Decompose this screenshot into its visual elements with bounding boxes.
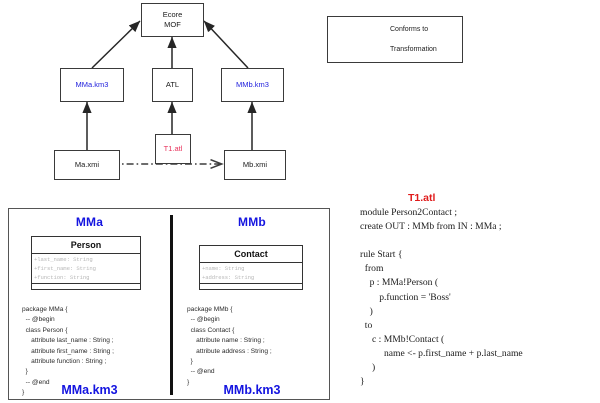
metamodel-footer-mma: MMa.km3 [61, 383, 118, 397]
node-ma-xmi-label: Ma.xmi [74, 159, 100, 169]
uml-class-contact-name: Contact [200, 246, 302, 263]
uml-attribute: +first_name: String [34, 265, 96, 273]
metamodel-title-mmb: MMb [238, 215, 266, 229]
uml-attribute: +name: String [202, 265, 245, 272]
uml-class-person-attributes: +last_name: String +first_name: String +… [32, 254, 140, 285]
metamodel-title-mma: MMa [75, 215, 104, 229]
node-mmb-km3-label: MMb.km3 [236, 79, 269, 89]
atl-code-panel: T1.atl module Person2Contact ; create OU… [360, 192, 596, 389]
metamodel-container: MMa Person +last_name: String +first_nam… [8, 208, 330, 400]
metamodel-panel-mmb: MMb Contact +name: String +address: Stri… [173, 209, 331, 399]
legend-row-transformation: Transformation [328, 39, 462, 59]
km3-code-mmb: package MMb { -- @begin class Contact { … [187, 306, 272, 386]
node-ecore-mof-line-1: Ecore [162, 9, 183, 19]
uml-class-contact-operations [200, 284, 302, 289]
uml-class-contact[interactable]: Contact +name: String +address: String [199, 245, 303, 291]
legend-label-transformation: Transformation [390, 45, 437, 53]
uml-class-contact-attributes: +name: String +address: String [200, 263, 302, 285]
node-atl[interactable]: ATL [152, 68, 193, 102]
km3-code-mma: package MMa { -- @begin class Person { a… [22, 306, 114, 397]
uml-attribute: +address: String [202, 274, 255, 282]
metamodel-panel-mma: MMa Person +last_name: String +first_nam… [9, 209, 170, 399]
node-atl-label: ATL [165, 79, 180, 89]
legend-label-conforms-to: Conforms to [390, 25, 429, 33]
atl-source-code: module Person2Contact ; create OUT : MMb… [360, 207, 523, 388]
legend-box: Conforms to Transformation [327, 16, 463, 63]
node-mmb-km3[interactable]: MMb.km3 [221, 68, 284, 102]
node-mma-km3[interactable]: MMa.km3 [60, 68, 124, 102]
metamodel-footer-mmb: MMb.km3 [223, 383, 281, 397]
legend-row-conforms-to: Conforms to [328, 19, 462, 39]
node-ecore-mof-line-2: MOF [164, 20, 181, 29]
arrow-mmb-to-ecore [203, 20, 249, 69]
arrow-mma-to-ecore [91, 20, 141, 69]
uml-class-person[interactable]: Person +last_name: String +first_name: S… [31, 236, 141, 291]
uml-class-person-name: Person [32, 237, 140, 254]
node-mb-xmi-label: Mb.xmi [242, 159, 268, 169]
uml-attribute: +function: String [34, 274, 90, 282]
node-mma-km3-label: MMa.km3 [75, 79, 109, 89]
node-ma-xmi[interactable]: Ma.xmi [54, 150, 120, 180]
atl-title: T1.atl [408, 192, 436, 204]
node-ecore-mof[interactable]: Ecore MOF [141, 3, 204, 37]
uml-class-person-operations [32, 284, 140, 289]
metamodel-divider [170, 215, 173, 395]
node-mb-xmi[interactable]: Mb.xmi [224, 150, 286, 180]
node-t1-atl-label: T1.atl [163, 143, 183, 153]
node-t1-atl[interactable]: T1.atl [155, 134, 191, 164]
uml-attribute: +last_name: String [34, 256, 93, 263]
